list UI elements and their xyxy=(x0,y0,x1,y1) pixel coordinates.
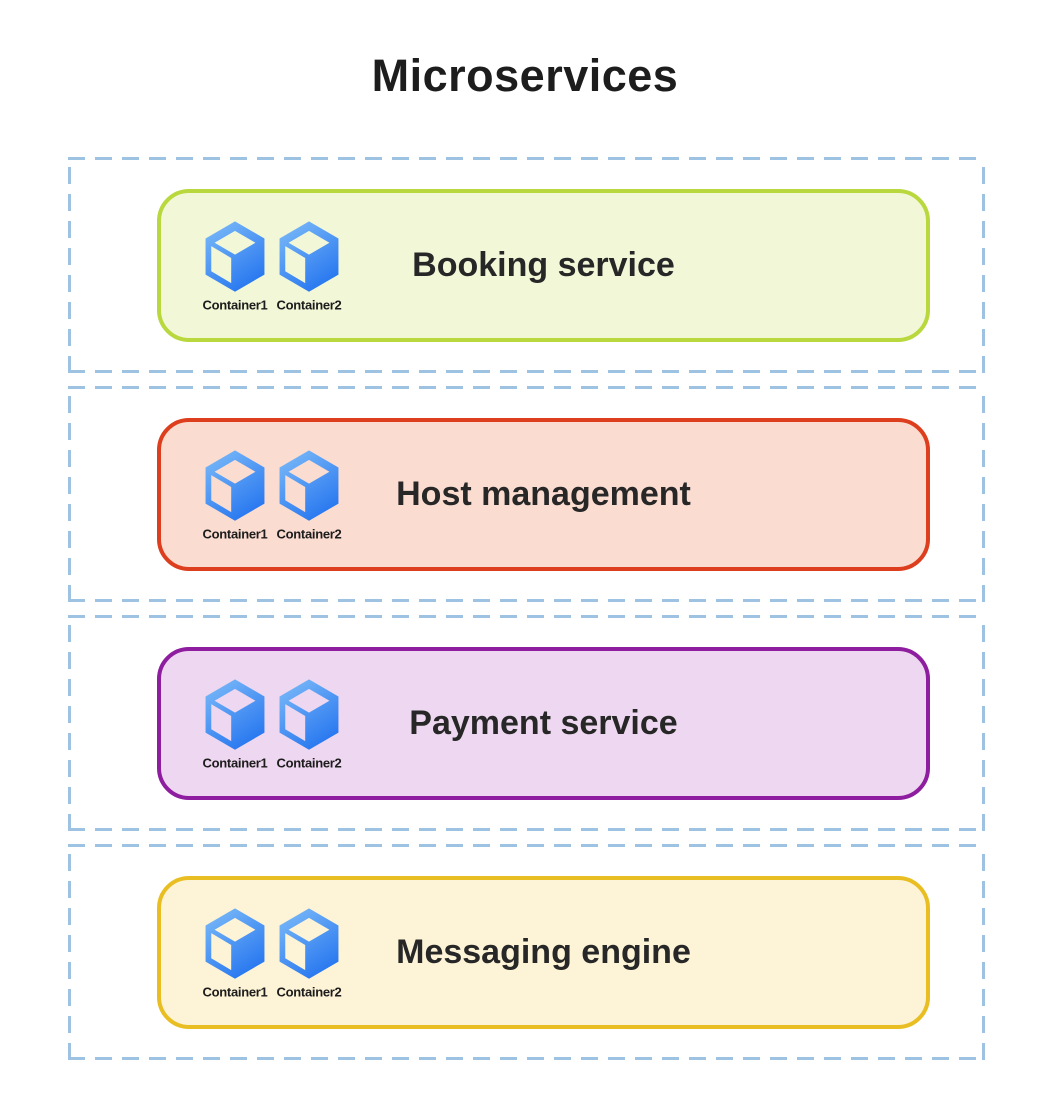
service-boundary-payment: Container1 Container2 Payment service xyxy=(68,615,985,831)
service-card-messaging: Container1 Container2 Messaging engine xyxy=(157,876,930,1029)
container-label: Container1 xyxy=(202,755,268,770)
diagram-title: Microservices xyxy=(371,50,679,101)
service-name: Messaging engine xyxy=(396,933,691,971)
container-cube-icon xyxy=(274,906,344,982)
container-icons: Container1 Container2 xyxy=(199,219,345,312)
service-name: Booking service xyxy=(412,246,675,284)
container-label: Container1 xyxy=(202,297,268,312)
service-card-payment: Container1 Container2 Payment service xyxy=(157,647,930,800)
container-cube-icon xyxy=(200,448,270,524)
service-card-host: Container1 Container2 Host management xyxy=(157,418,930,571)
container-label: Container2 xyxy=(276,526,342,541)
container-icons: Container1 Container2 xyxy=(199,677,345,770)
container-1: Container1 xyxy=(199,219,271,312)
service-boundary-messaging: Container1 Container2 Messaging engine xyxy=(68,844,985,1060)
container-label: Container1 xyxy=(202,984,268,999)
container-icons: Container1 Container2 xyxy=(199,448,345,541)
container-2: Container2 xyxy=(273,448,345,541)
container-2: Container2 xyxy=(273,677,345,770)
container-label: Container1 xyxy=(202,526,268,541)
container-cube-icon xyxy=(274,677,344,753)
container-1: Container1 xyxy=(199,448,271,541)
container-2: Container2 xyxy=(273,219,345,312)
container-label: Container2 xyxy=(276,755,342,770)
container-2: Container2 xyxy=(273,906,345,999)
service-groups: Container1 Container2 Booking service Co… xyxy=(68,157,985,1060)
container-label: Container2 xyxy=(276,297,342,312)
service-card-booking: Container1 Container2 Booking service xyxy=(157,189,930,342)
container-label: Container2 xyxy=(276,984,342,999)
container-cube-icon xyxy=(200,906,270,982)
container-cube-icon xyxy=(200,219,270,295)
service-boundary-host: Container1 Container2 Host management xyxy=(68,386,985,602)
container-cube-icon xyxy=(200,677,270,753)
service-name: Payment service xyxy=(409,704,678,742)
service-boundary-booking: Container1 Container2 Booking service xyxy=(68,157,985,373)
service-name: Host management xyxy=(396,475,691,513)
container-icons: Container1 Container2 xyxy=(199,906,345,999)
container-cube-icon xyxy=(274,448,344,524)
container-1: Container1 xyxy=(199,906,271,999)
container-cube-icon xyxy=(274,219,344,295)
container-1: Container1 xyxy=(199,677,271,770)
